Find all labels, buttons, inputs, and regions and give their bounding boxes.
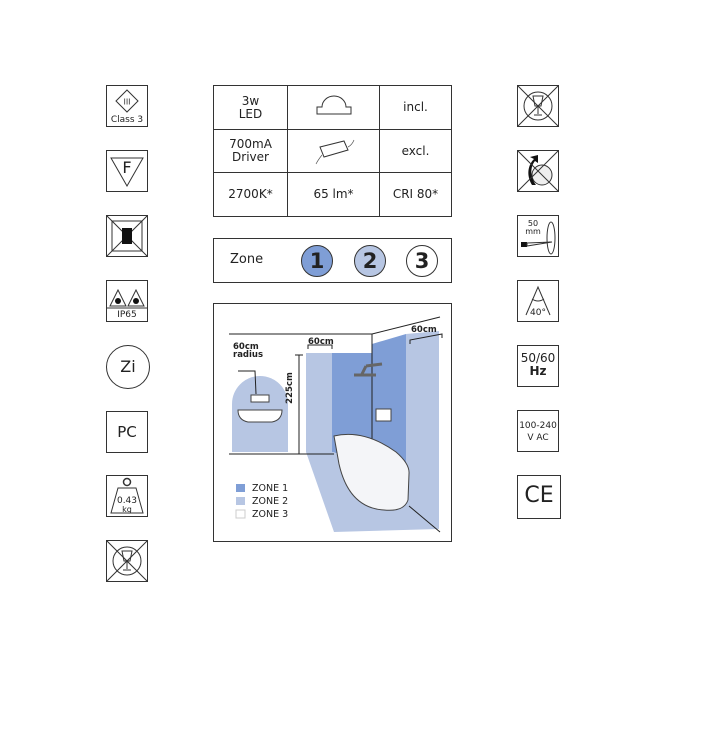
weight-value: 0.43 (116, 496, 138, 506)
angle-label: 40° (530, 308, 546, 318)
legend-zone-3: ZONE 3 (252, 509, 289, 520)
weight-unit: kg (122, 505, 132, 514)
zone-1-badge: 1 (301, 245, 333, 277)
beam-angle-icon: 40° (517, 280, 559, 322)
ip-label: IP65 (117, 310, 137, 320)
cri-value: CRI 80* (379, 172, 452, 217)
led-module-icon (287, 85, 380, 130)
weight-icon: 0.43 kg (106, 475, 148, 517)
width-label-1: 60cm (308, 337, 334, 347)
voltage-line1: 100-240 (519, 421, 557, 431)
voltage-icon: 100-240 V AC (517, 410, 559, 452)
zinc-label: Zi (120, 357, 136, 376)
no-glass-icon (106, 540, 148, 582)
legend-zone-2: ZONE 2 (252, 496, 289, 507)
zinc-icon: Zi (106, 345, 150, 389)
lumen-output: 65 lm* (287, 172, 380, 217)
freq-line2: Hz (529, 364, 547, 378)
cutout-depth-icon: 50 mm (517, 215, 559, 257)
zone-3-badge: 3 (406, 245, 438, 277)
voltage-line2: V AC (527, 433, 549, 443)
f-mark-icon: F (106, 150, 148, 192)
depth-value: 50 (527, 219, 539, 228)
freq-line1: 50/60 (520, 351, 556, 365)
legend-zone-1: ZONE 1 (252, 483, 289, 494)
driver-status: excl. (379, 129, 452, 173)
color-temp: 2700K* (213, 172, 288, 217)
svg-text:III: III (123, 98, 130, 107)
class-label: Class 3 (110, 115, 144, 125)
not-dimmable-icon (517, 150, 559, 192)
zone-2-badge: 2 (354, 245, 386, 277)
led-status: incl. (379, 85, 452, 130)
ce-icon: CE (517, 475, 561, 519)
table-row: 2700K* 65 lm* CRI 80* (213, 172, 452, 217)
bathroom-illustration (229, 316, 443, 533)
polycarbonate-icon: PC (106, 411, 148, 453)
frequency-icon: 50/60 Hz (517, 345, 559, 387)
depth-unit: mm (525, 227, 541, 236)
f-label: F (122, 158, 132, 177)
driver-icon (287, 129, 380, 173)
height-label: 225cm (284, 372, 295, 404)
zone-label: Zone (230, 252, 264, 267)
ce-label: CE (524, 483, 554, 508)
no-insulation-cover-icon (106, 215, 148, 257)
width-label-2: 60cm (411, 325, 437, 335)
pc-label: PC (117, 423, 137, 441)
class-3-icon: III Class 3 (106, 85, 148, 127)
ip65-icon: IP65 (106, 280, 148, 322)
no-glass-icon (517, 85, 559, 127)
zone-selector: Zone 1 2 3 (213, 238, 452, 283)
